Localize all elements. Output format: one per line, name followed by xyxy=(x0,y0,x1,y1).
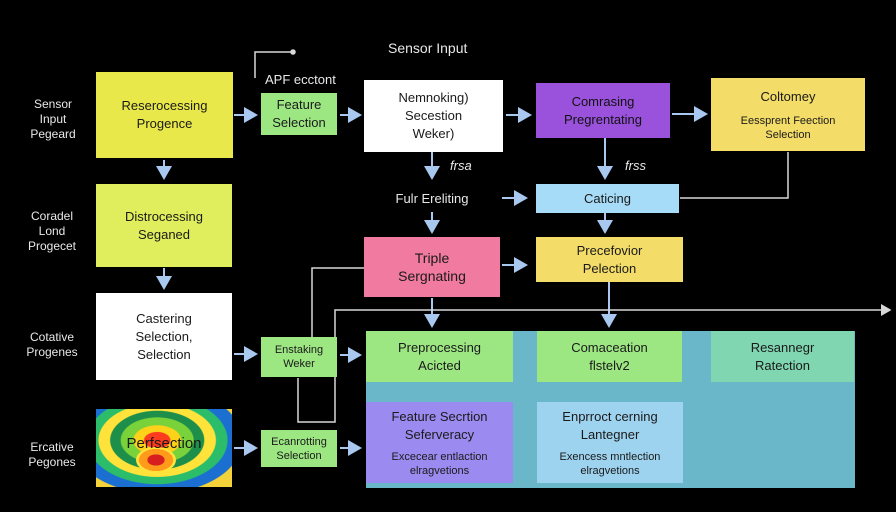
enprroct-box: Enprroct cerning Lantegner Exencess mntl… xyxy=(537,402,683,483)
triple-box: Triple Sergnating xyxy=(364,237,500,297)
row-label-sensor-input: Sensor Input Pegeard xyxy=(30,97,76,141)
comaceation-box: Comaceation flstelv2 xyxy=(537,331,682,382)
frsa-label: frsa xyxy=(450,158,472,173)
coltomey-box: Coltomey Eessprent Feection Selection xyxy=(711,78,865,151)
reserocessing-box: Reserocessing Progence xyxy=(96,72,233,158)
castering-box: Castering Selection, Selection xyxy=(96,293,232,380)
enstaking-box: Enstaking Weker xyxy=(261,337,337,377)
precefovior-box: Precefovior Pelection xyxy=(536,237,683,282)
api-label: APF ecctont xyxy=(265,72,336,87)
nemnoking-box: Nemnoking) Secestion Weker) xyxy=(364,80,503,152)
fulr-box: Fulr Ereliting xyxy=(364,185,500,212)
row-label-ercative: Ercative Pegones xyxy=(28,440,76,469)
diagram-title: Sensor Input xyxy=(388,40,468,56)
caticing-box: Caticing xyxy=(536,184,679,213)
heatmap-label: Perfsection xyxy=(126,435,202,452)
resannegr-box: Resannegr Ratection xyxy=(711,331,854,382)
heatmap-image: Perfsection xyxy=(96,409,232,487)
distrocessing-box: Distrocessing Seganed xyxy=(96,184,232,267)
ecanrotting-box: Ecanrotting Selection xyxy=(261,430,337,467)
feature-selection-box: Feature Selection xyxy=(261,93,337,135)
row-label-coradel: Coradel Lond Progecet xyxy=(27,209,77,253)
row-label-cotative: Cotative Progenes xyxy=(26,330,78,359)
frss-label: frss xyxy=(625,158,646,173)
feature-secrtion-box: Feature Secrtion Seferveracy Excecear en… xyxy=(366,402,513,483)
preprocessing-box: Preprocessing Acicted xyxy=(366,331,513,382)
comrasing-box: Comrasing Pregrentating xyxy=(536,83,670,138)
